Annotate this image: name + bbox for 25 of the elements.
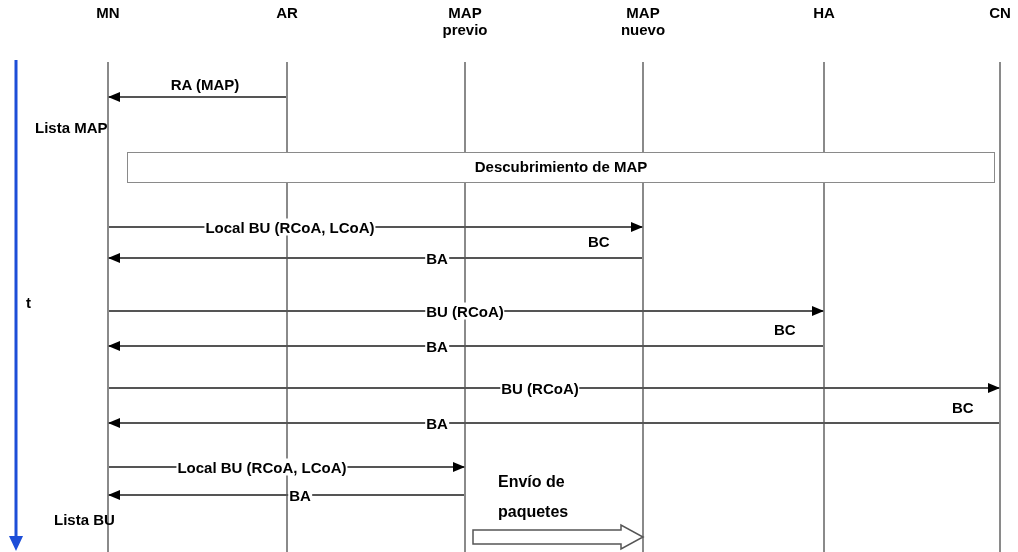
participant-label: MAP nuevo xyxy=(619,4,667,38)
message-arrow xyxy=(108,92,287,102)
participant-label: HA xyxy=(812,4,836,21)
participant-label: CN xyxy=(988,4,1012,21)
edge-label: BU (RCoA) xyxy=(425,302,505,320)
message-arrow xyxy=(108,490,465,500)
annotation-text: Lista MAP xyxy=(35,119,108,136)
edge-label: Local BU (RCoA, LCoA) xyxy=(204,218,376,236)
annotation-text: t xyxy=(26,294,31,311)
edge-label: Envío de paquetes xyxy=(498,472,570,522)
participant-label: MN xyxy=(95,4,121,21)
annotation-text: Lista BU xyxy=(54,511,115,528)
annotation-text: BC xyxy=(774,321,796,338)
message-arrow xyxy=(108,253,643,263)
message-arrow xyxy=(108,418,1000,428)
message-arrow xyxy=(108,306,824,316)
participant-label: MAP previo xyxy=(441,4,489,38)
message-arrow xyxy=(108,383,1000,393)
participant-label: AR xyxy=(275,4,299,21)
message-arrow xyxy=(108,341,824,351)
edge-label: Local BU (RCoA, LCoA) xyxy=(176,458,348,476)
process-box: Descubrimiento de MAP xyxy=(127,152,995,183)
annotation-text: BC xyxy=(952,399,974,416)
forwarding-arrow xyxy=(472,523,645,551)
annotation-text: BC xyxy=(588,233,610,250)
